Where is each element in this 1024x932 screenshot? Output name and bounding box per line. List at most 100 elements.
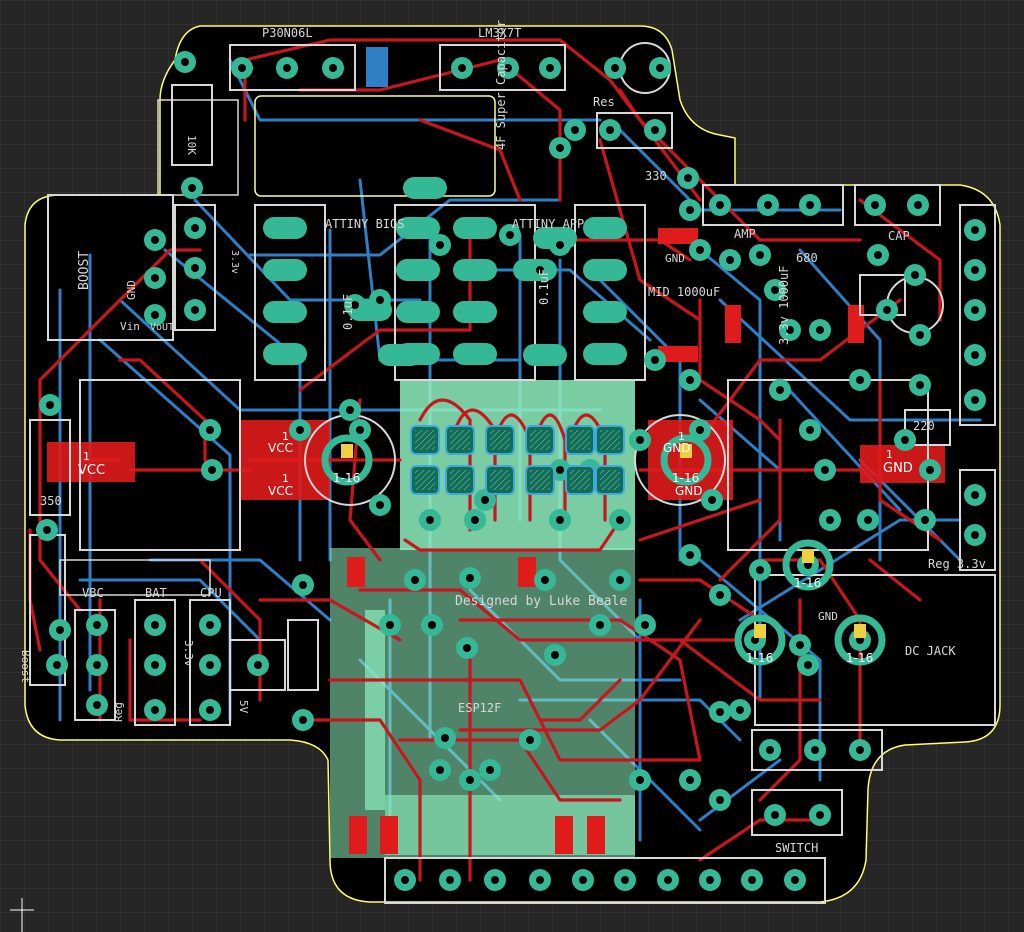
vcc-pad-one: 1 <box>282 430 289 443</box>
smd-pill-pad <box>396 259 440 281</box>
drill-hole <box>656 64 664 72</box>
vcc-pad-label-b: VCC <box>268 484 293 498</box>
drill-hole <box>696 246 704 254</box>
drill-hole <box>43 526 51 534</box>
drill-hole <box>526 736 534 744</box>
r10k-label: 10K <box>185 135 198 155</box>
drill-hole <box>466 776 474 784</box>
drill-hole <box>299 581 307 589</box>
res-label: Res <box>593 95 615 109</box>
pin-label: 1-16 <box>333 471 360 485</box>
drill-hole <box>621 876 629 884</box>
drill-hole <box>686 206 694 214</box>
drill-hole <box>708 496 716 504</box>
drill-hole <box>151 661 159 669</box>
dc-jack-label: DC JACK <box>905 644 956 658</box>
drill-hole <box>748 876 756 884</box>
drill-hole <box>546 64 554 72</box>
drill-hole <box>616 516 624 524</box>
drill-hole <box>206 621 214 629</box>
drill-hole <box>926 466 934 474</box>
drill-hole <box>206 426 214 434</box>
r220-label: 220 <box>913 419 935 433</box>
hdr-bat-label: BAT <box>145 586 167 600</box>
drill-hole <box>686 551 694 559</box>
pin-label: 1-16 <box>672 471 699 485</box>
matrix-pad-hatch <box>570 470 590 490</box>
drill-hole <box>874 251 882 259</box>
smd-pill-pad <box>263 343 307 365</box>
drill-hole <box>441 734 449 742</box>
smd-pill-pad <box>453 217 497 239</box>
ring-pad <box>660 434 712 486</box>
smd-pill-pad <box>396 301 440 323</box>
gnd-right-one: 1 <box>886 448 893 461</box>
boost-gnd-label: GND <box>125 280 138 300</box>
overlay-areas <box>330 380 635 858</box>
reg-label: Reg <box>112 702 125 722</box>
drill-hole <box>716 591 724 599</box>
designer-label: Designed by Luke Beale <box>455 594 627 609</box>
matrix-pad-hatch <box>600 470 620 490</box>
drill-hole <box>821 466 829 474</box>
drill-hole <box>816 811 824 819</box>
boost-left-label: Boost <box>19 650 32 683</box>
pin-label: 1-16 <box>846 651 873 665</box>
drill-hole <box>93 661 101 669</box>
drill-hole <box>914 201 922 209</box>
drill-hole <box>93 701 101 709</box>
drill-hole <box>664 876 672 884</box>
p30n06-label: P30N06L <box>262 26 313 40</box>
r680-label: 680 <box>796 251 818 265</box>
pin-label: 1-16 <box>794 576 821 590</box>
drill-hole <box>971 491 979 499</box>
gnd-pad-label-b: GND <box>675 484 703 498</box>
smd-pill-pad <box>523 344 567 366</box>
drill-hole <box>636 776 644 784</box>
cursor-crosshair <box>10 898 34 932</box>
drill-hole <box>181 58 189 66</box>
drill-hole <box>756 251 764 259</box>
cpu-label: CPU <box>200 586 222 600</box>
boost-label: BOOST <box>77 251 92 290</box>
drill-hole <box>296 426 304 434</box>
smd-pill-pad <box>263 217 307 239</box>
matrix-pad-hatch <box>530 470 550 490</box>
vcc-pad-label: VCC <box>268 441 293 455</box>
drill-hole <box>486 766 494 774</box>
matrix-pad-hatch <box>415 470 435 490</box>
drill-hole <box>641 621 649 629</box>
smd-pill-pad <box>583 343 627 365</box>
drill-hole <box>151 621 159 629</box>
smd-pill-pad <box>378 344 422 366</box>
boost-vout-label: VoUT <box>150 322 174 333</box>
smd-pill-pad <box>583 259 627 281</box>
drill-hole <box>971 226 979 234</box>
drill-hole <box>46 401 54 409</box>
drill-hole <box>686 776 694 784</box>
drill-hole <box>883 306 891 314</box>
drill-hole <box>191 264 199 272</box>
drill-hole <box>826 516 834 524</box>
drill-hole <box>684 174 692 182</box>
drill-hole <box>299 716 307 724</box>
drill-hole <box>238 64 246 72</box>
pin1-marker <box>341 444 353 458</box>
through-hole-pads: 1-16 1-16 1-16 1-16 1-16 <box>36 51 986 891</box>
matrix-pad-hatch <box>450 470 470 490</box>
smd-pill-pad <box>263 259 307 281</box>
drill-hole <box>804 661 812 669</box>
hdr-vbc-label: VBC <box>82 586 104 600</box>
drill-hole <box>811 746 819 754</box>
drill-hole <box>463 644 471 652</box>
matrix-pad-hatch <box>450 430 470 450</box>
drill-hole <box>791 876 799 884</box>
drill-hole <box>726 256 734 264</box>
drill-hole <box>481 496 489 504</box>
drill-hole <box>871 201 879 209</box>
pin-label: 1-16 <box>746 651 773 665</box>
drill-hole <box>971 351 979 359</box>
ring-pad <box>834 614 886 666</box>
